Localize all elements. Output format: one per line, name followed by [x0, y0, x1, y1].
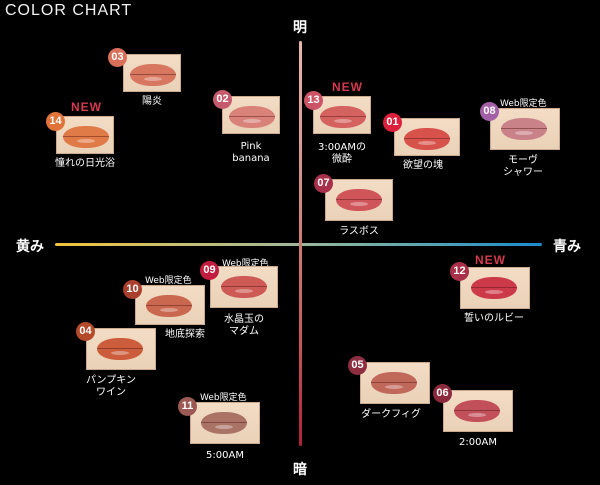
lip-swatch [210, 266, 278, 308]
lips-icon [146, 295, 192, 317]
lips-icon [229, 106, 275, 128]
lip-swatch [123, 54, 181, 92]
new-tag: NEW [71, 100, 102, 114]
lip-swatch [325, 179, 393, 221]
lips-icon [471, 277, 517, 299]
shade-number-badge: 03 [108, 48, 127, 67]
shade-name: ラスボス [339, 226, 379, 237]
shade-number-badge: 13 [304, 91, 323, 110]
shade-number-badge: 10 [123, 280, 142, 299]
shade-number-badge: 14 [46, 112, 65, 131]
shade-name: 水晶玉の マダム [224, 314, 264, 337]
shade-number-badge: 06 [433, 384, 452, 403]
lips-icon [404, 128, 450, 150]
shade-name: 2:00AM [459, 437, 497, 448]
shade-name: 欲望の塊 [403, 160, 443, 171]
shade-number-badge: 07 [314, 174, 333, 193]
lip-swatch [460, 267, 530, 309]
lips-icon [320, 106, 366, 128]
lips-icon [501, 118, 547, 140]
axis-label-yellowish: 黄み [16, 239, 44, 255]
shade-number-badge: 09 [200, 261, 219, 280]
shade-name: ダークフィグ [361, 409, 421, 420]
shade-name: 3:00AMの 微酔 [318, 142, 366, 165]
shade-number-badge: 01 [383, 113, 402, 132]
lips-icon [130, 64, 176, 86]
shade-name: 憧れの日光浴 [55, 158, 115, 169]
shade-name: モーヴ シャワー [503, 155, 543, 178]
shade-number-badge: 05 [348, 356, 367, 375]
axis-label-bluish: 青み [553, 239, 581, 255]
web-limited-tag: Web限定色 [500, 99, 547, 109]
shade-name: パンプキン ワイン [86, 375, 136, 398]
lip-swatch [313, 96, 371, 134]
shade-number-badge: 02 [213, 90, 232, 109]
axis-label-dark: 暗 [293, 462, 307, 478]
lips-icon [201, 412, 247, 434]
lip-swatch [56, 116, 114, 154]
shade-name: Pink banana [232, 141, 270, 164]
shade-number-badge: 04 [76, 322, 95, 341]
lips-icon [97, 338, 143, 360]
shade-name: 地底探索 [165, 329, 205, 340]
lip-swatch [394, 118, 460, 156]
shade-name: 5:00AM [206, 450, 244, 461]
shade-name: 誓いのルビー [464, 313, 524, 324]
lips-icon [371, 372, 417, 394]
lip-swatch [190, 402, 260, 444]
lip-swatch [490, 108, 560, 150]
lip-swatch [222, 96, 280, 134]
lips-icon [454, 400, 500, 422]
lips-icon [336, 189, 382, 211]
shade-number-badge: 11 [178, 397, 197, 416]
web-limited-tag: Web限定色 [222, 259, 269, 269]
shade-name: 陽炎 [142, 96, 162, 107]
axis-label-bright: 明 [293, 20, 307, 36]
lips-icon [63, 126, 109, 148]
new-tag: NEW [475, 253, 506, 267]
lip-swatch [360, 362, 430, 404]
lips-icon [221, 276, 267, 298]
web-limited-tag: Web限定色 [145, 276, 192, 286]
chart-title: COLOR CHART [5, 2, 133, 19]
shade-number-badge: 12 [450, 262, 469, 281]
horizontal-axis-line [55, 243, 542, 246]
lip-swatch [86, 328, 156, 370]
vertical-axis-line [299, 41, 302, 446]
shade-number-badge: 08 [480, 102, 499, 121]
new-tag: NEW [332, 80, 363, 94]
web-limited-tag: Web限定色 [200, 393, 247, 403]
lip-swatch [443, 390, 513, 432]
lip-swatch [135, 285, 205, 325]
